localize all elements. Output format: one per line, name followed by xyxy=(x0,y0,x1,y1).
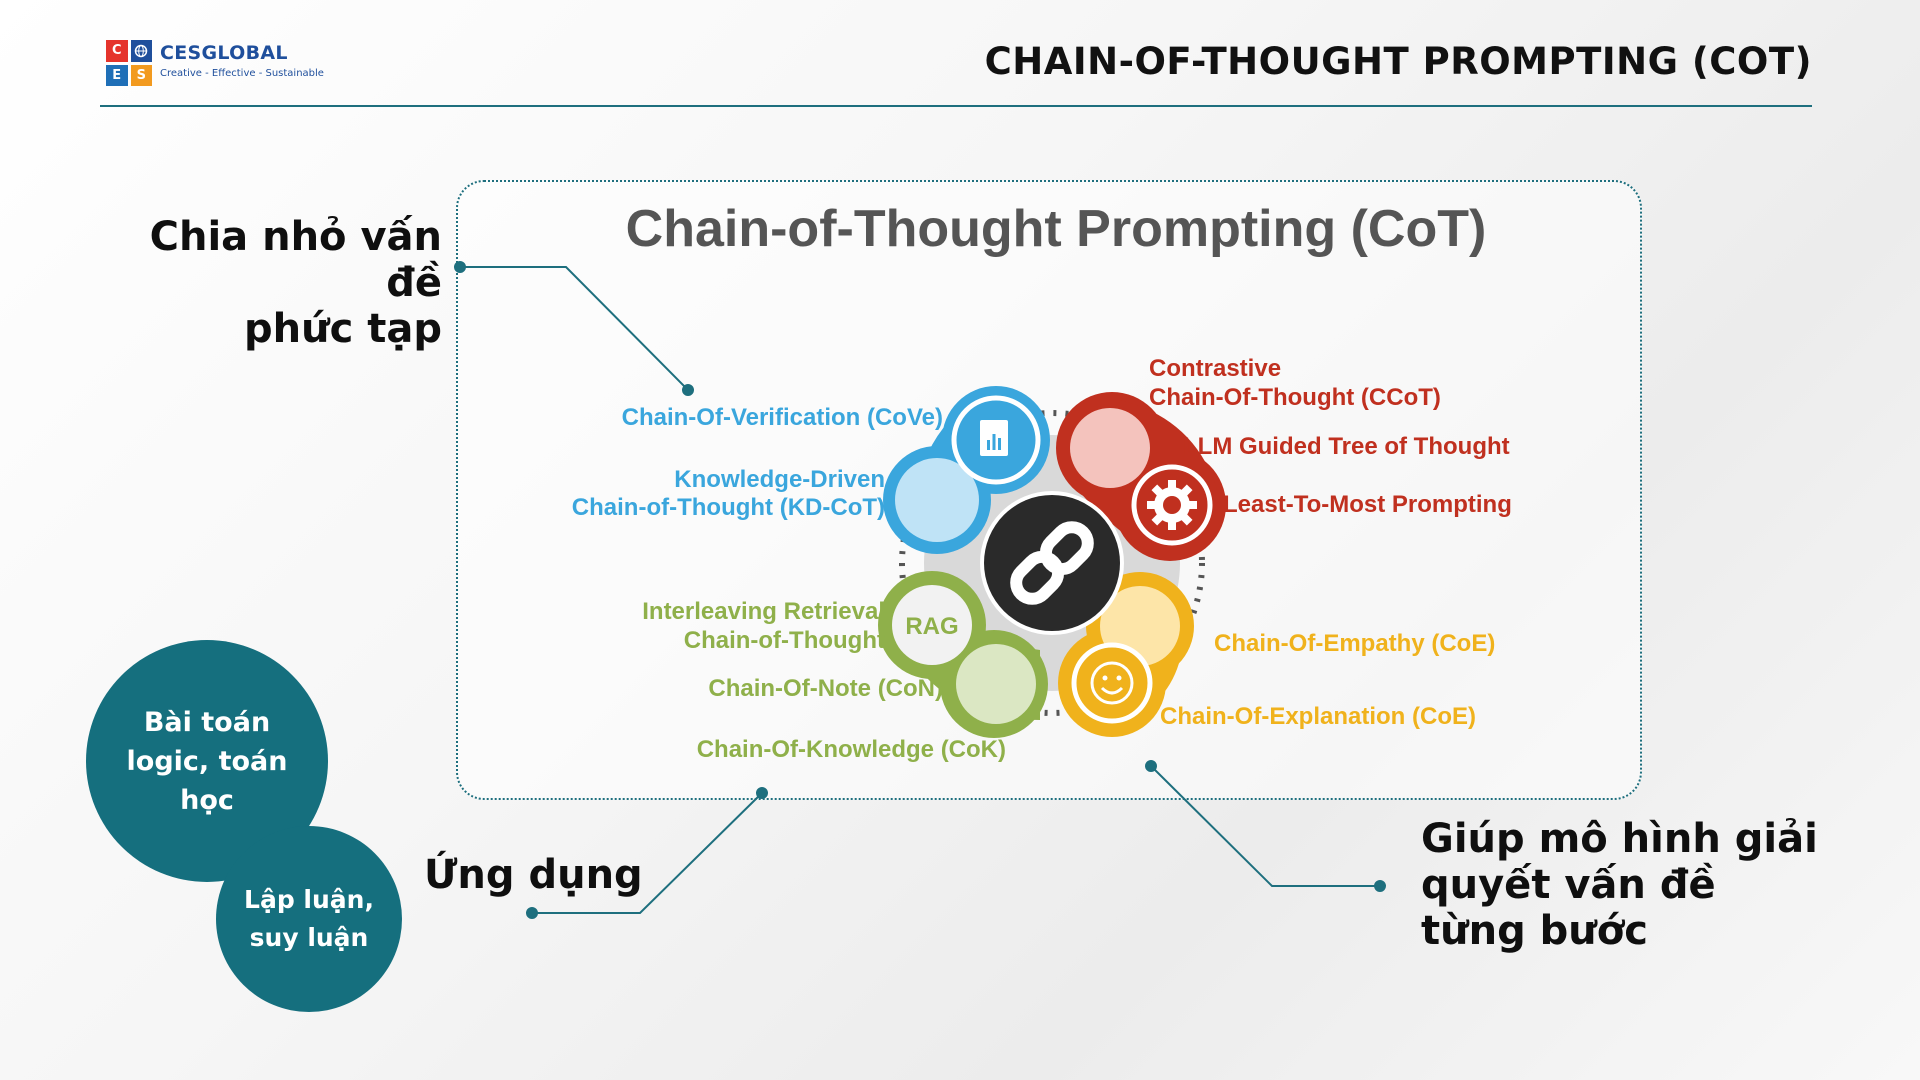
label-cok: Chain-Of-Knowledge (CoK) xyxy=(697,736,1006,763)
rag-label: RAG xyxy=(905,613,958,640)
callout-top xyxy=(454,261,694,396)
callout-application xyxy=(526,787,768,919)
callout-right xyxy=(1145,760,1386,892)
label-ccot: Chain-Of-Thought (CCoT) xyxy=(1149,384,1441,411)
chain-link-icon xyxy=(1010,521,1094,605)
red-light-circle xyxy=(1070,408,1150,488)
label-cove: Chain-Of-Verification (CoVe) xyxy=(622,404,943,431)
blue-light-circle xyxy=(895,458,979,542)
label-kd: Knowledge-Driven xyxy=(674,466,885,493)
label-ircot: Chain-of-Thought xyxy=(684,627,885,654)
page-title: CHAIN-OF-THOUGHT PROMPTING (COT) xyxy=(984,40,1812,83)
application-logic-line-1: Bài toán xyxy=(143,706,271,738)
application-logic-line-3: học xyxy=(180,784,234,816)
smiley-icon xyxy=(1090,661,1134,705)
logo-globe-icon xyxy=(130,40,152,62)
label-ltm: Least-To-Most Prompting xyxy=(1223,491,1512,518)
label-interleaving: Interleaving Retrieval xyxy=(642,598,885,625)
logo-letter-s: S xyxy=(130,64,152,86)
diagram-title: Chain-of-Thought Prompting (CoT) xyxy=(626,200,1487,258)
rag-circle xyxy=(892,585,972,665)
label-application: Ứng dụng xyxy=(424,852,643,898)
label-kd-cot: Chain-of-Thought (KD-CoT) xyxy=(572,494,885,521)
label-step-line-1: Giúp mô hình giải xyxy=(1421,816,1818,862)
diagram-ring xyxy=(899,410,1205,716)
label-break-down: Chia nhỏ vấn đề phức tạp xyxy=(82,214,442,352)
logo-letter-e: E xyxy=(106,64,128,86)
label-step-line-2: quyết vấn đề xyxy=(1421,862,1716,908)
header-divider xyxy=(100,105,1812,107)
label-coe-empathy: Chain-Of-Empathy (CoE) xyxy=(1214,630,1495,657)
logo-letter-c: C xyxy=(106,40,128,62)
company-logo: C E S CESGLOBAL Creative - Effective - S… xyxy=(106,40,326,86)
logo-mark: C E S xyxy=(106,40,152,86)
label-step-line-3: từng bước xyxy=(1421,908,1648,954)
label-step-by-step: Giúp mô hình giải quyết vấn đề từng bước xyxy=(1421,816,1841,954)
report-icon xyxy=(980,420,1008,456)
application-logic-line-2: logic, toán xyxy=(126,745,288,777)
gear-icon xyxy=(1147,480,1197,530)
yellow-icon-circle xyxy=(1071,642,1153,724)
label-tot: LLM Guided Tree of Thought xyxy=(1183,433,1510,460)
label-break-down-line-2: phức tạp xyxy=(244,306,442,352)
label-break-down-line-1: Chia nhỏ vấn đề xyxy=(149,214,442,306)
logo-tagline: Creative - Effective - Sustainable xyxy=(160,68,324,79)
label-con: Chain-Of-Note (CoN) xyxy=(708,675,943,702)
green-light-circle xyxy=(956,644,1036,724)
label-contrastive: Contrastive xyxy=(1149,355,1281,382)
label-coe-explanation: Chain-Of-Explanation (CoE) xyxy=(1160,703,1476,730)
application-circle-reasoning: Lập luận, suy luận xyxy=(216,826,402,1012)
logo-name: CESGLOBAL xyxy=(160,42,288,64)
application-reasoning-line-1: Lập luận, xyxy=(244,885,374,914)
application-reasoning-line-2: suy luận xyxy=(249,923,369,952)
